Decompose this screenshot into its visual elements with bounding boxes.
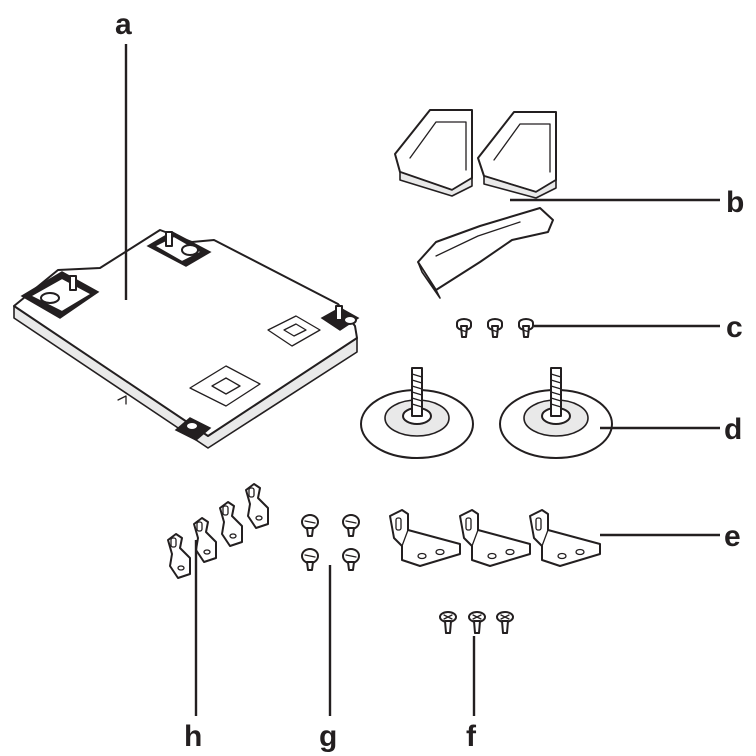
part-g-thumbscrews — [301, 514, 360, 571]
label-b: b — [726, 186, 744, 219]
part-c-screws — [456, 318, 534, 338]
label-e: e — [724, 520, 741, 553]
part-d-feet — [360, 367, 613, 459]
label-f: f — [466, 720, 477, 753]
label-c: c — [726, 311, 743, 344]
part-a-base-plate — [13, 229, 360, 449]
part-e-brackets — [389, 509, 601, 567]
part-b-guides — [394, 109, 557, 299]
label-h: h — [184, 720, 202, 753]
label-d: d — [724, 413, 742, 446]
part-h-clips — [167, 483, 269, 579]
part-f-screws — [439, 611, 514, 634]
label-a: a — [115, 8, 132, 41]
label-g: g — [319, 720, 337, 753]
